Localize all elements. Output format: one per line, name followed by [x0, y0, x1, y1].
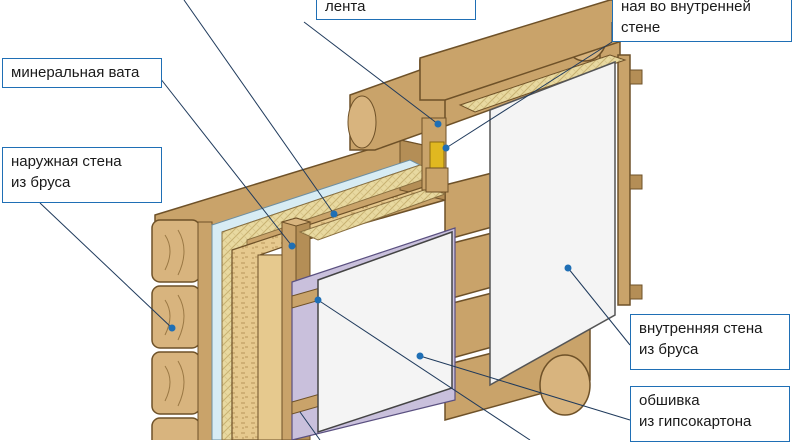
- label-gypsum: обшивка из гипсокартона: [630, 386, 790, 442]
- outer-beam-end: [151, 285, 201, 349]
- label-outer-wall-line2: из бруса: [11, 174, 71, 191]
- label-tape: лента: [316, 0, 476, 20]
- inner-wall-gypsum-panel: [489, 60, 616, 387]
- label-tape-text: лента: [325, 0, 366, 15]
- label-inner-wall-line1: внутренняя стена: [639, 320, 763, 337]
- label-inner-wall-line2: из бруса: [639, 341, 699, 358]
- label-mineral-wool-text: минеральная вата: [11, 64, 140, 81]
- label-inner-wall: внутренняя стена из бруса: [630, 314, 790, 370]
- inner-wall-wool-top: [458, 54, 627, 113]
- label-outer-wall: наружная стена из бруса: [2, 147, 162, 203]
- outer-beam-end: [151, 417, 201, 440]
- label-gypsum-line1: обшивка: [639, 392, 700, 409]
- label-outer-wall-line1: наружная стена: [11, 153, 122, 170]
- corner-joint: [421, 117, 449, 193]
- inner-wall-beam: [444, 327, 591, 421]
- label-inner-wall-top: ная во внутренней стене: [612, 0, 792, 42]
- outer-beam-end: [151, 351, 201, 415]
- callout-dots: [168, 120, 572, 360]
- top-wool-strip: [298, 187, 447, 241]
- label-inner-wall-top-line1: ная во внутренней: [621, 0, 751, 15]
- sealing-tape: [429, 141, 445, 169]
- outer-beam-end: [151, 219, 201, 283]
- label-inner-wall-top-line2: стене: [621, 19, 661, 36]
- label-mineral-wool: минеральная вата: [2, 58, 162, 88]
- label-gypsum-line2: из гипсокартона: [639, 413, 752, 430]
